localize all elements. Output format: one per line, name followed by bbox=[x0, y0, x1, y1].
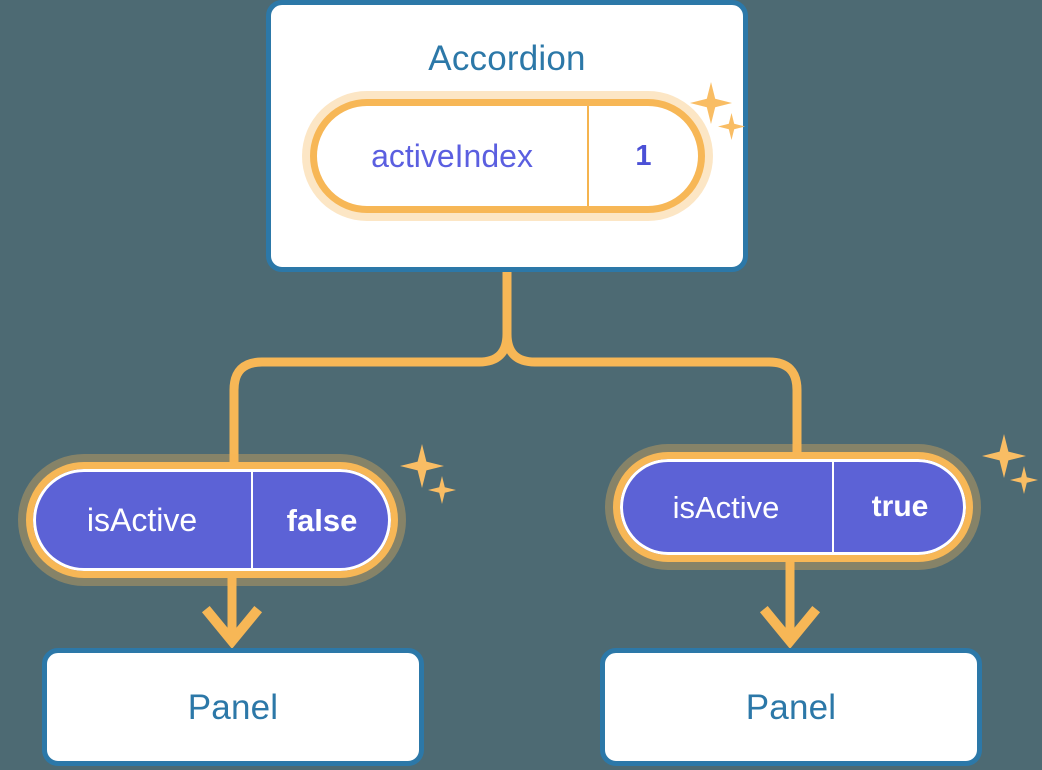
component-title: Accordion bbox=[428, 39, 586, 78]
state-pill-value: 1 bbox=[587, 106, 698, 206]
sparkle-icon bbox=[982, 434, 1026, 478]
state-pill-key: isActive bbox=[672, 489, 780, 525]
sparkle-icon bbox=[428, 476, 456, 504]
sparkle-decoration-left bbox=[400, 444, 470, 514]
sparkle-decoration-right bbox=[982, 434, 1042, 504]
sparkle-icon bbox=[400, 444, 444, 488]
state-pill-is-active-true[interactable]: isActive true bbox=[613, 452, 973, 562]
branch-connector-icon bbox=[502, 272, 802, 452]
state-pill-value: true bbox=[832, 459, 966, 555]
sparkle-icon bbox=[1010, 466, 1038, 494]
state-pill-active-index[interactable]: activeIndex 1 bbox=[310, 99, 705, 213]
state-pill-is-active-false[interactable]: isActive false bbox=[26, 462, 398, 578]
state-pill-key: activeIndex bbox=[371, 138, 533, 174]
component-title: Panel bbox=[187, 687, 279, 727]
branch-connector-icon-left bbox=[229, 333, 512, 462]
state-pill-key: isActive bbox=[86, 502, 198, 538]
arrow-down-icon-left bbox=[201, 578, 263, 649]
component-card-panel-right[interactable]: Panel bbox=[600, 648, 982, 766]
component-card-panel-left[interactable]: Panel bbox=[42, 648, 424, 766]
arrow-down-icon-right bbox=[759, 562, 821, 649]
state-pill-value: false bbox=[251, 469, 391, 571]
component-title: Panel bbox=[745, 687, 837, 727]
